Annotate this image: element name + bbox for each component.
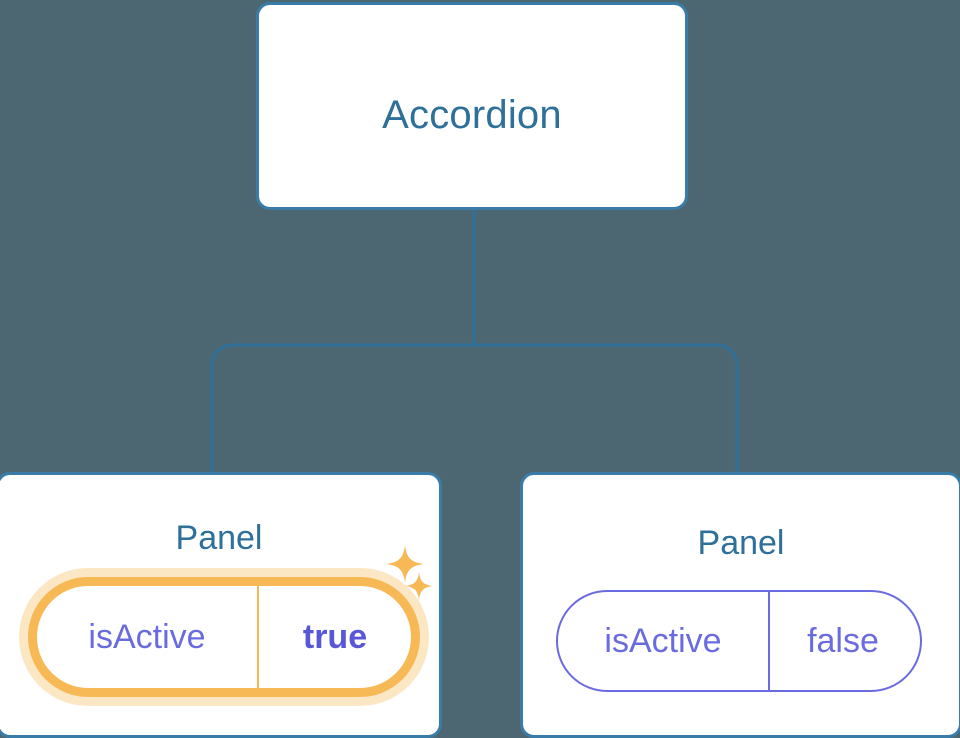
prop-value: true: [302, 617, 368, 656]
node-accordion[interactable]: Accordion: [256, 2, 688, 210]
connector-branch-left: [210, 343, 474, 474]
connector-branch-right: [474, 343, 739, 474]
node-accordion-title: Accordion: [382, 93, 562, 137]
prop-value: false: [807, 621, 879, 660]
prop-key: isActive: [37, 586, 259, 688]
prop-key: isActive: [558, 592, 770, 690]
prop-pill-isactive-true[interactable]: isActive true: [28, 577, 420, 697]
node-panel-active-title: Panel: [175, 519, 263, 557]
prop-pill-isactive-false[interactable]: isActive false: [556, 590, 922, 692]
node-panel-inactive-title: Panel: [697, 524, 785, 562]
